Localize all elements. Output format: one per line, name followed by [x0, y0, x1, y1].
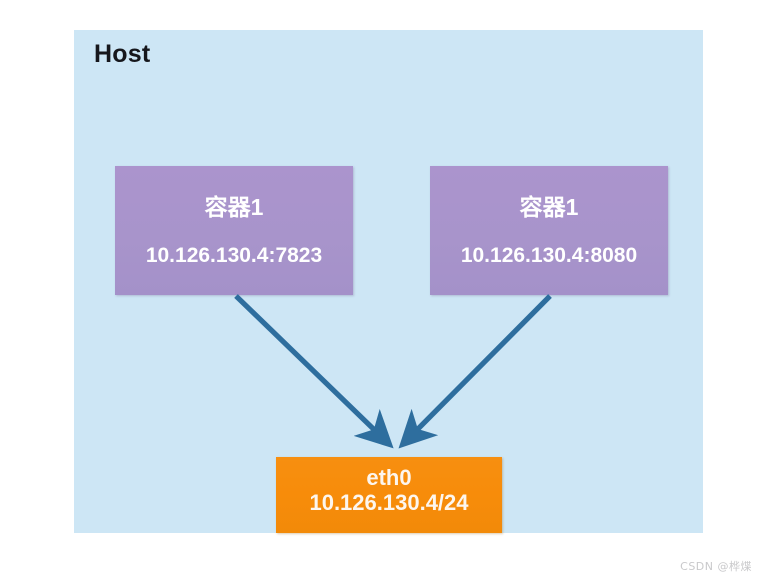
container-box-right: 容器1 10.126.130.4:8080 — [430, 166, 668, 295]
host-label: Host — [94, 40, 151, 68]
eth0-interface-box: eth0 10.126.130.4/24 — [276, 457, 502, 533]
eth0-address: 10.126.130.4/24 — [309, 490, 469, 516]
eth0-title: eth0 — [366, 465, 412, 490]
container-left-title: 容器1 — [204, 193, 264, 220]
container-left-address: 10.126.130.4:7823 — [145, 243, 323, 267]
container-right-address: 10.126.130.4:8080 — [460, 243, 638, 267]
container-box-left: 容器1 10.126.130.4:7823 — [115, 166, 353, 295]
container-right-title: 容器1 — [519, 193, 579, 220]
csdn-watermark: CSDN @桦煠 — [680, 560, 752, 573]
